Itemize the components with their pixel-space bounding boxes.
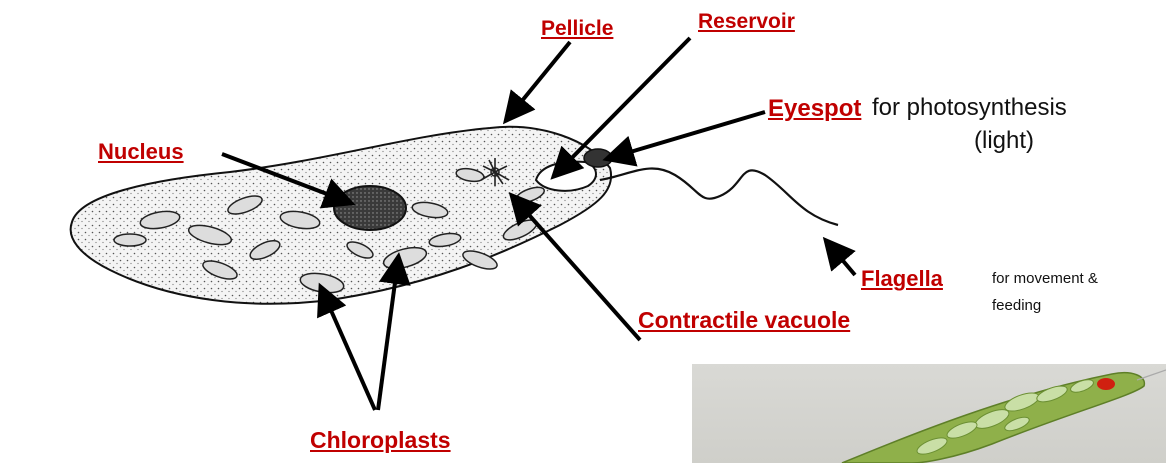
label-nucleus: Nucleus bbox=[98, 141, 184, 163]
flagellum-shape bbox=[600, 169, 838, 225]
euglena-photo-drawing bbox=[692, 364, 1166, 463]
arrow-flagella bbox=[828, 243, 855, 275]
label-eyespot: Eyespot bbox=[768, 97, 861, 121]
label-flagella: Flagella bbox=[861, 268, 943, 290]
label-pellicle: Pellicle bbox=[541, 18, 613, 39]
label-chloroplasts: Chloroplasts bbox=[310, 429, 451, 452]
arrow-chloroplast-1 bbox=[322, 290, 375, 410]
label-flagella-desc-1: for movement & bbox=[992, 270, 1098, 287]
arrow-eyespot bbox=[610, 112, 765, 158]
label-eyespot-desc-2: (light) bbox=[974, 129, 1034, 153]
nucleus-shape bbox=[334, 186, 406, 230]
photo-eyespot bbox=[1097, 378, 1115, 390]
label-contractile-vacuole: Contractile vacuole bbox=[638, 309, 850, 332]
label-eyespot-desc-1: for photosynthesis bbox=[872, 96, 1067, 120]
label-flagella-desc-2: feeding bbox=[992, 297, 1041, 314]
arrow-pellicle bbox=[508, 42, 570, 118]
euglena-photo bbox=[692, 364, 1166, 463]
eyespot-shape bbox=[584, 149, 612, 167]
arrow-contractile-vacuole bbox=[514, 198, 640, 340]
label-reservoir: Reservoir bbox=[698, 11, 795, 32]
